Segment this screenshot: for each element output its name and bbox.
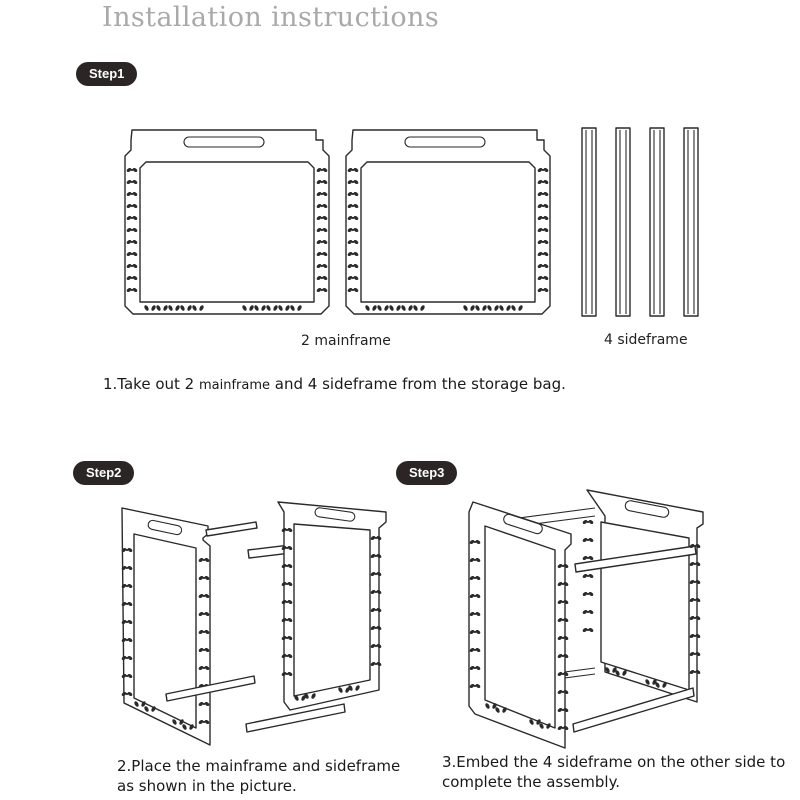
step1-badge: Step1 (76, 62, 138, 86)
step1-instruction: 1.Take out 2 mainframe and 4 sideframe f… (103, 375, 566, 393)
sideframe-illustration (581, 127, 699, 317)
step2-illustration (120, 501, 387, 746)
mainframe-label: 2 mainframe (301, 333, 391, 349)
step3-instruction: 3.Embed the 4 sideframe on the other sid… (442, 753, 786, 791)
step3-illustration (468, 489, 704, 749)
step2-instruction: 2.Place the mainframe and sideframe as s… (117, 757, 401, 795)
page-title: Installation instructions (102, 2, 440, 33)
step2-badge: Step2 (73, 461, 135, 485)
sideframe-label: 4 sideframe (604, 332, 688, 348)
mainframe-illustration-1 (124, 129, 330, 315)
step3-badge: Step3 (396, 461, 458, 485)
mainframe-illustration-2 (345, 129, 551, 315)
